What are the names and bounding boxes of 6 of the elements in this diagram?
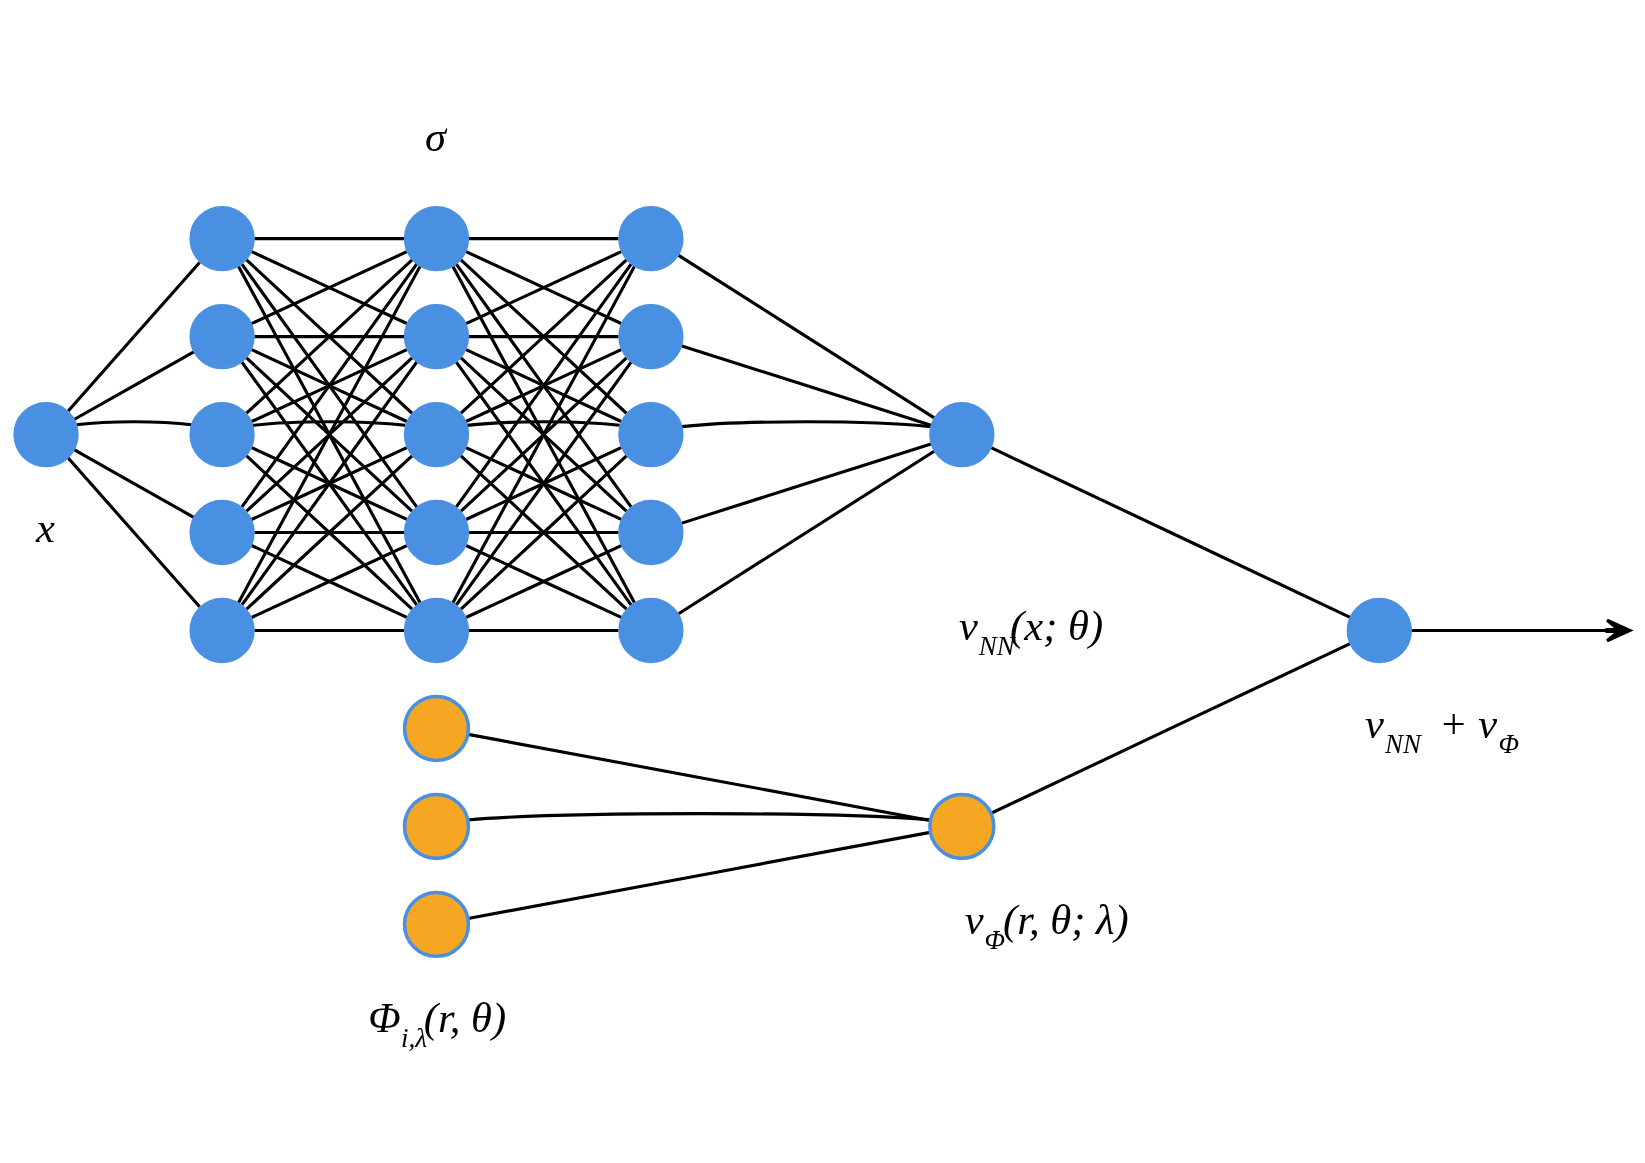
node-label: v$_{NN}$ + v$_{Φ}$: [1365, 700, 1520, 760]
label: σ: [425, 112, 447, 160]
node-label: x: [36, 504, 55, 552]
label: Φ$_{i,λ}$(r, θ): [368, 994, 507, 1054]
node-label: v$_{Φ}$(r, θ; λ): [964, 896, 1129, 956]
node-label: v$_{NN}$(x; θ): [959, 602, 1104, 662]
